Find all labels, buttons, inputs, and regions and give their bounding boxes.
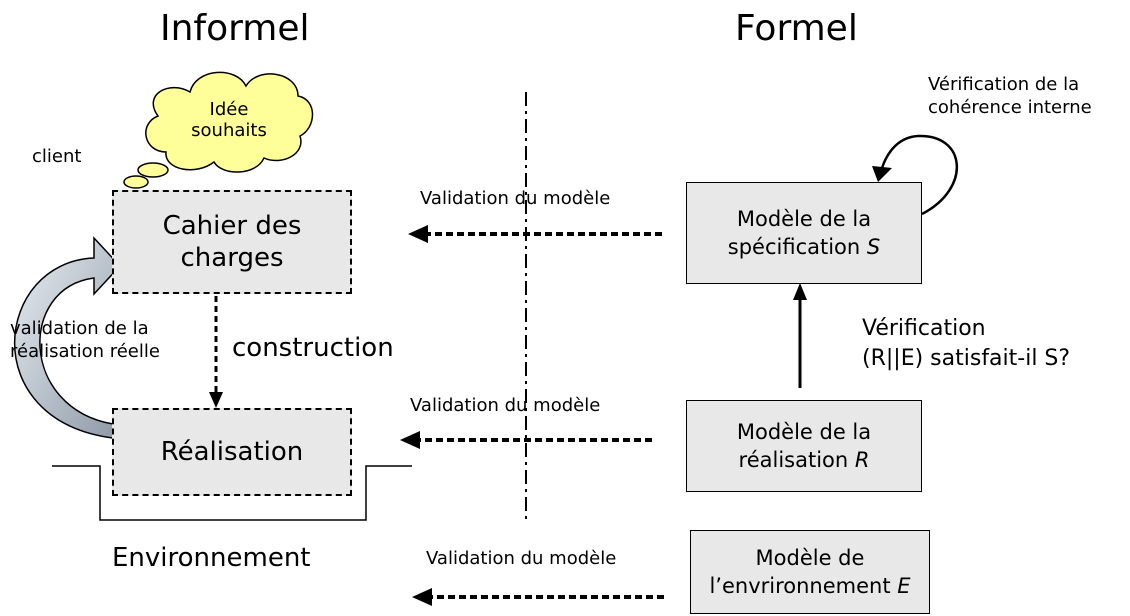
- cloud-text: Idée souhaits: [191, 99, 267, 141]
- environment-model-box: Modèle de l’envrironnement E: [690, 530, 930, 614]
- cloud-bubble: [123, 175, 149, 189]
- verification-question: (R||E) satisfait-il S?: [862, 346, 1071, 371]
- validation-realisation-label: validation de la réalisation réelle: [10, 318, 160, 362]
- verification-title: Vérification: [862, 316, 986, 341]
- cloud-bubble: [137, 162, 169, 178]
- validation-curve-arrow: [13, 236, 122, 439]
- environment-model-prefix: l’envrironnement: [709, 574, 898, 598]
- realisation-model-text: Modèle de la réalisation R: [737, 418, 871, 475]
- specification-model-line1: Modèle de la: [736, 206, 872, 231]
- client-label: client: [32, 146, 82, 167]
- thought-cloud: [123, 71, 314, 189]
- environment-model-line1: Modèle de: [755, 545, 865, 570]
- formal-title: Formel: [735, 8, 858, 49]
- cahier-des-charges-box: Cahier des charges: [112, 190, 352, 294]
- construction-label: construction: [232, 333, 394, 363]
- validation-arrow-1: [408, 225, 662, 243]
- validation-label-2: Validation du modèle: [410, 395, 601, 416]
- specification-model-line2: spécification S: [728, 233, 880, 261]
- environment-bracket: [52, 465, 412, 521]
- verification-arrowhead: [793, 283, 807, 300]
- validation-arrow-3: [412, 588, 664, 606]
- specification-model-prefix: spécification: [727, 235, 867, 259]
- realisation-model-line2: réalisation R: [737, 446, 871, 474]
- cahier-des-charges-label: Cahier des charges: [162, 210, 302, 274]
- specification-model-box: Modèle de la spécification S: [686, 182, 922, 284]
- specification-var: S: [866, 235, 881, 259]
- specification-model-text: Modèle de la spécification S: [728, 205, 880, 262]
- realisation-label: Réalisation: [160, 437, 304, 467]
- realisation-model-line1: Modèle de la: [736, 419, 872, 444]
- realisation-box: Réalisation: [112, 408, 352, 496]
- validation-label-3: Validation du modèle: [426, 548, 617, 569]
- validation-arrow-2: [400, 431, 652, 449]
- environment-label: Environnement: [112, 543, 311, 573]
- coherence-label: Vérification de la cohérence interne: [928, 74, 1092, 118]
- environment-model-text: Modèle de l’envrironnement E: [709, 544, 910, 601]
- coherence-loop-arrow: [880, 134, 959, 216]
- informal-title: Informel: [160, 8, 310, 49]
- coherence-loop-arrowhead: [872, 166, 892, 182]
- validation-label-1: Validation du modèle: [420, 188, 611, 209]
- realisation-var: R: [854, 448, 870, 472]
- construction-arrowhead: [209, 392, 223, 408]
- realisation-model-box: Modèle de la réalisation R: [686, 400, 922, 492]
- realisation-model-prefix: réalisation: [738, 448, 855, 472]
- environment-model-line2: l’envrironnement E: [709, 572, 910, 600]
- environment-var: E: [897, 574, 911, 598]
